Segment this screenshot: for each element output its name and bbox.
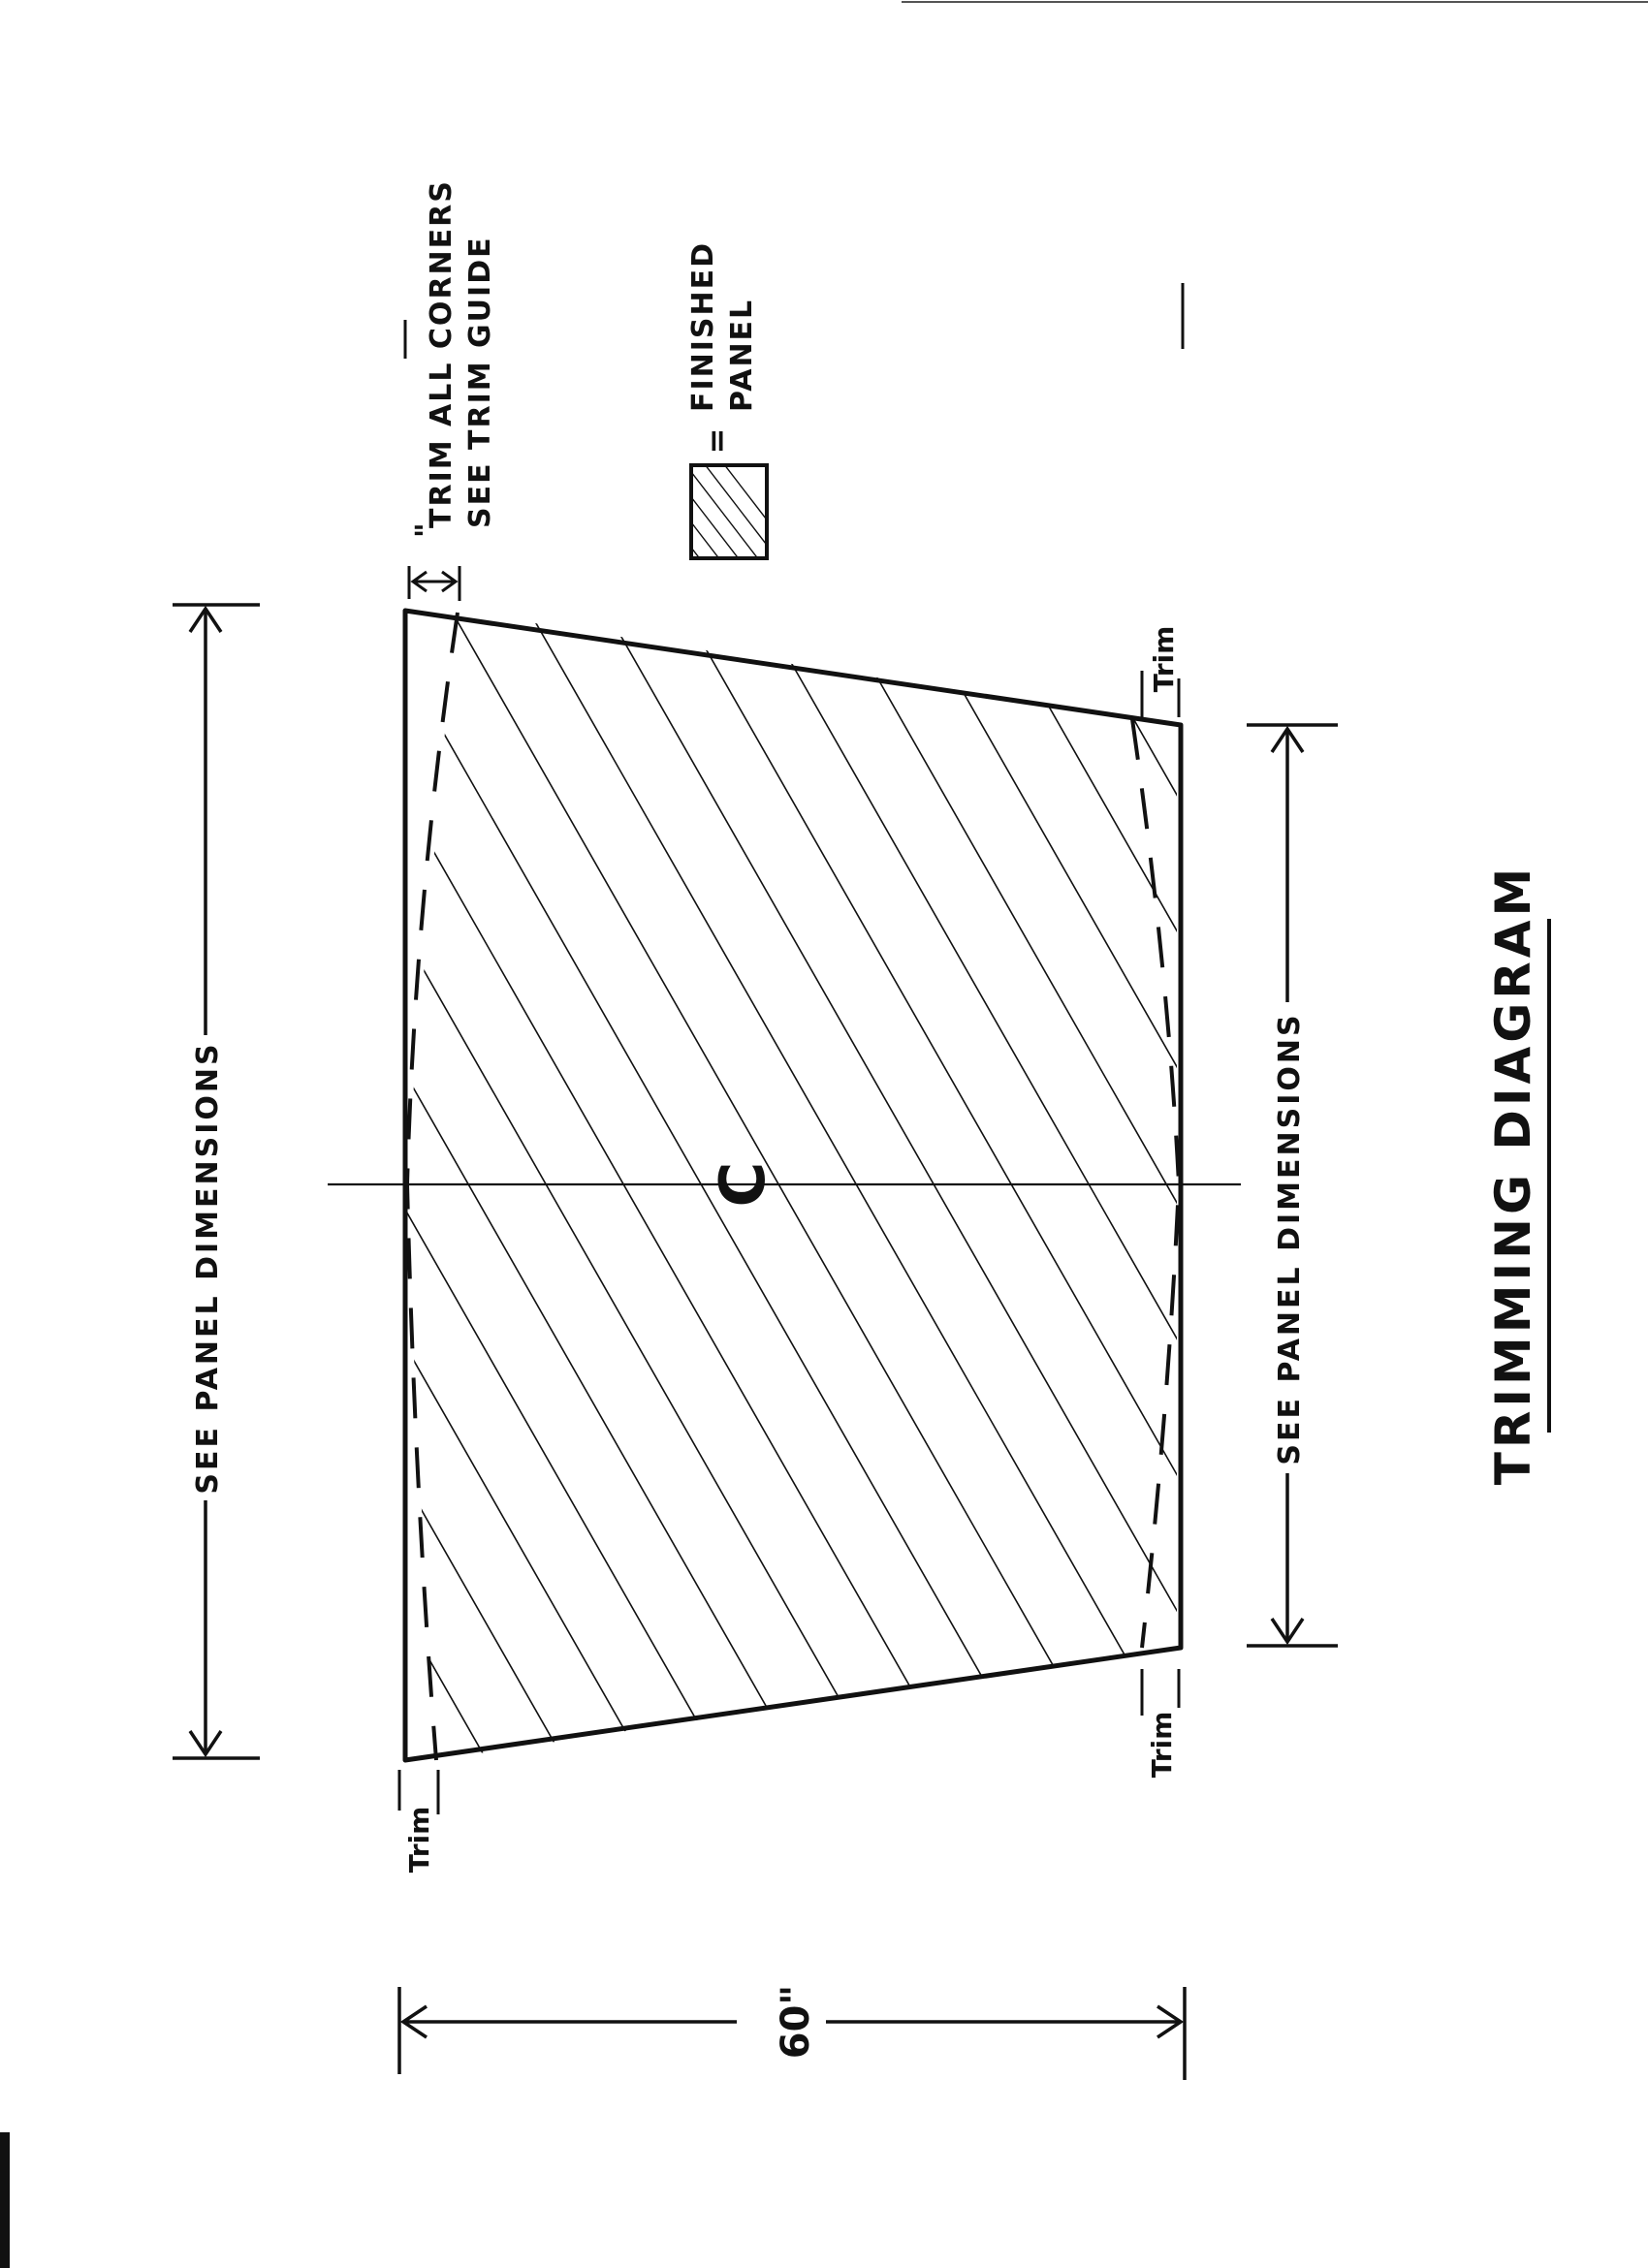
trim-note-line2: SEE TRIM GUIDE xyxy=(463,236,497,528)
trim-marker-bottom-left: Trim xyxy=(397,1770,440,1874)
right-dimension-label: SEE PANEL DIMENSIONS xyxy=(1273,1012,1307,1465)
width-dimension xyxy=(397,1987,1187,2080)
center-mark: C xyxy=(708,1162,779,1208)
trim-label-top-right: Trim xyxy=(1148,626,1180,693)
raw-panel-outline xyxy=(402,608,1184,1763)
legend-line1: FINISHED xyxy=(686,241,720,412)
legend-line2: PANEL xyxy=(725,299,759,412)
trim-note-bracket xyxy=(407,566,461,601)
legend-equals: = xyxy=(698,428,735,455)
legend-swatch xyxy=(689,463,769,560)
right-trim-curve xyxy=(1130,718,1182,1649)
finished-panel-hatch xyxy=(405,611,1177,1760)
left-dimension xyxy=(173,603,260,1760)
trim-label-bottom-left: Trim xyxy=(403,1807,435,1874)
trim-note-line1: TRIM ALL CORNERS xyxy=(425,179,459,528)
trim-note-quote: " xyxy=(410,522,444,538)
diagram-title: TRIMMING DIAGRAM xyxy=(1485,865,1541,1485)
width-dimension-label: 60" xyxy=(774,1985,818,2060)
scan-artifact-bar xyxy=(0,2132,10,2268)
right-dimension xyxy=(1247,723,1338,1648)
left-trim-curve xyxy=(404,612,460,1761)
left-dimension-label: SEE PANEL DIMENSIONS xyxy=(191,1041,225,1494)
trim-marker-bottom-right: Trim xyxy=(1140,1669,1181,1779)
trim-marker-top-right: Trim xyxy=(1140,626,1181,717)
trim-label-bottom-right: Trim xyxy=(1146,1712,1178,1779)
